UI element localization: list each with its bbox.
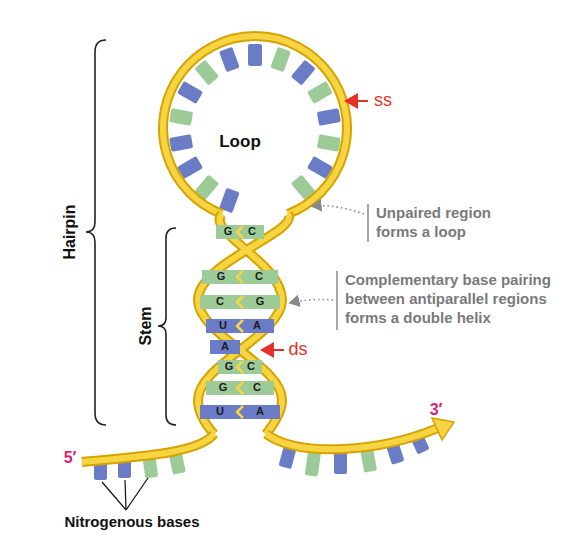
annotation-bar (367, 204, 369, 242)
dotted-arrow (312, 206, 364, 214)
base-letter: C (216, 295, 224, 308)
base-letter: A (253, 319, 261, 332)
base-letter: G (225, 360, 234, 373)
base-letter: G (219, 381, 228, 394)
leader-lines (102, 478, 148, 510)
base-pairs (200, 225, 280, 419)
loop-backbone (163, 36, 347, 214)
strand-label: ds (288, 339, 307, 361)
hairpin-bracket (86, 40, 106, 425)
stem-strands (198, 214, 289, 434)
annotation-text: Complementary base pairing between antip… (345, 270, 573, 327)
base-letter: A (256, 405, 264, 418)
end-label: 5′ (64, 448, 77, 467)
base-letter: C (253, 381, 261, 394)
base-letter: G (256, 295, 265, 308)
dotted-arrow (290, 299, 333, 303)
base-letter: G (224, 225, 233, 238)
base-letter: C (248, 225, 256, 238)
base-letter: U (219, 319, 227, 332)
red-arrow (262, 349, 284, 351)
base-letter: C (247, 360, 255, 373)
tail-backbone (82, 418, 454, 462)
end-label: 3′ (430, 400, 443, 419)
loop-bases (169, 44, 341, 213)
strand-label: ss (374, 90, 392, 112)
region-label: Loop (219, 132, 261, 152)
bracket-label: Stem (136, 306, 155, 345)
base-letter: C (255, 270, 263, 283)
base-letter: A (221, 340, 229, 353)
annotation-bar (336, 271, 338, 330)
red-arrow (346, 100, 368, 102)
bracket-label: Hairpin (60, 204, 79, 259)
base-letter: U (216, 405, 224, 418)
part-label: Nitrogenous bases (64, 513, 199, 531)
stem-bracket (158, 228, 176, 425)
base-letter: G (217, 270, 226, 283)
annotation-text: Unpaired region forms a loop (376, 203, 516, 241)
